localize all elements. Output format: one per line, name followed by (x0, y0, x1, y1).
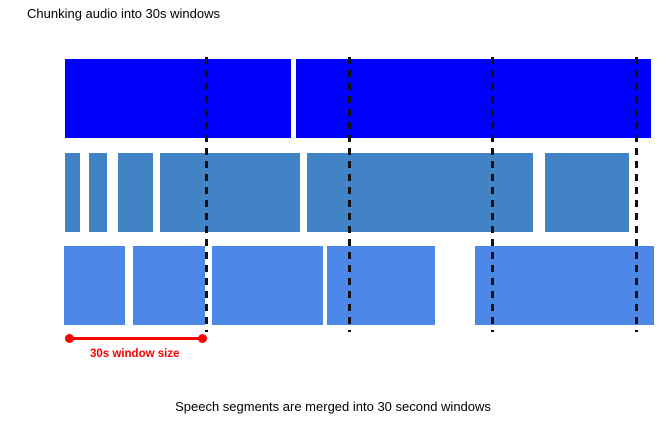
figure-title: Chunking audio into 30s windows (27, 6, 220, 21)
window-arrow-left-dot (65, 334, 74, 343)
speech-segments-segment (307, 153, 533, 232)
speech-segments-segment (89, 153, 107, 232)
window-boundary-dashed-line (205, 57, 208, 332)
speech-segments-segment (118, 153, 153, 232)
window-size-label: 30s window size (90, 348, 180, 360)
merged-windows-segment (475, 246, 654, 325)
merged-windows-segment (327, 246, 435, 325)
window-boundary-dashed-line (348, 57, 351, 332)
figure-caption: Speech segments are merged into 30 secon… (175, 399, 491, 414)
merged-windows-segment (212, 246, 323, 325)
speech-segments-segment (160, 153, 300, 232)
speech-segments-segment (65, 153, 80, 232)
speech-segments-segment (545, 153, 629, 232)
original-audio-segment (296, 59, 651, 138)
window-arrow-right-dot (198, 334, 207, 343)
window-boundary-dashed-line (635, 57, 638, 332)
merged-windows-segment (133, 246, 205, 325)
original-audio-segment (65, 59, 291, 138)
window-boundary-dashed-line (491, 57, 494, 332)
merged-windows-segment (64, 246, 125, 325)
window-arrow-line (69, 337, 202, 340)
